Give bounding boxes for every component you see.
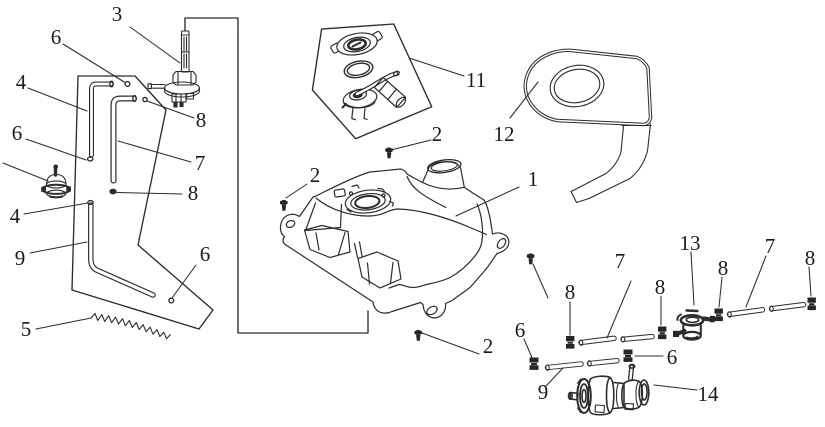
svg-text:12: 12 [494,122,515,146]
svg-text:8: 8 [188,181,199,205]
svg-text:9: 9 [538,380,549,404]
svg-text:7: 7 [765,234,776,258]
svg-text:4: 4 [16,70,27,94]
svg-text:1: 1 [528,167,539,191]
svg-text:11: 11 [466,68,486,92]
svg-text:7: 7 [195,151,206,175]
svg-text:5: 5 [21,317,32,341]
svg-text:6: 6 [51,25,62,49]
svg-text:6: 6 [667,345,678,369]
svg-text:6: 6 [515,318,526,342]
svg-text:4: 4 [10,204,21,228]
svg-text:8: 8 [718,256,729,280]
svg-text:7: 7 [615,249,626,273]
svg-text:8: 8 [196,108,207,132]
svg-text:8: 8 [655,275,666,299]
svg-text:9: 9 [15,246,26,270]
svg-text:3: 3 [112,2,123,26]
svg-text:2: 2 [310,163,321,187]
svg-text:6: 6 [12,121,23,145]
svg-text:2: 2 [432,122,443,146]
svg-text:8: 8 [565,280,576,304]
svg-text:14: 14 [698,382,720,406]
svg-text:2: 2 [483,334,494,358]
svg-text:13: 13 [680,231,701,255]
svg-text:6: 6 [200,242,211,266]
svg-text:8: 8 [805,246,816,270]
